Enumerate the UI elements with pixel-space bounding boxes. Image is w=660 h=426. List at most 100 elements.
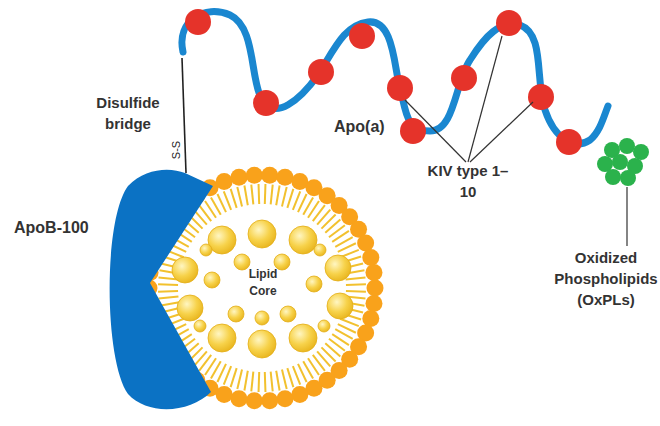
lipid-tail [224,191,231,210]
phospholipid-head [367,280,384,297]
kringle [400,118,426,144]
leader-line [626,187,627,246]
lipid-droplet [234,254,250,270]
leader-line [470,102,533,162]
lipid-droplet [200,244,212,256]
phospholipid-head [276,390,293,407]
lipid-droplet [208,324,236,352]
lipid-tail [231,368,237,387]
lipid-tail [217,194,226,212]
lipid-tail [258,184,261,204]
oxpl [612,154,628,170]
lipid-tail [287,189,293,208]
phospholipid-head [246,392,263,409]
node-label: Apo(a) [334,116,414,138]
lipid-droplet [194,320,206,332]
lipid-droplet [177,295,203,321]
lipid-tail [224,366,231,385]
lipid-tail [287,368,293,387]
node-label: Lipid Core [235,266,291,300]
phospholipid-head [261,167,278,184]
kringle [387,75,413,101]
lipid-droplet [306,276,322,292]
lipid-tail [298,364,307,382]
lipid-tail [160,302,180,305]
lipid-tail [338,243,356,252]
leader-lines [405,36,627,246]
lipid-tail [346,283,366,286]
kringle [528,84,554,110]
bond-line [182,58,186,173]
phospholipid-head [362,249,379,266]
phospholipid-head [261,392,278,409]
phospholipid-head [357,234,374,251]
lipid-droplet [204,272,220,288]
lipid-tail [251,372,253,392]
oxpl [633,144,649,160]
lipid-tail [340,319,359,326]
lipid-droplet [228,306,244,322]
node-label: ApoB-100 [14,217,106,239]
lipid-tail [282,370,287,389]
annotation-label: KIV type 1–10 [426,160,510,202]
kringle [185,9,211,35]
lipid-tail [346,277,366,279]
lipid-tail [231,189,237,208]
apoa-chain [182,12,608,144]
lipid-tail [237,370,242,389]
apoa-node: Apo(a) [176,4,620,58]
oxpl [620,170,636,186]
lipid-tail [276,371,279,391]
phospholipid-head [246,167,263,184]
lipid-droplet [248,220,276,248]
kringle [253,90,279,116]
lipid-tail [264,372,267,392]
kringle [349,23,375,49]
lipid-droplet [172,257,198,283]
phospholipid-head [276,169,293,186]
oxpl [605,169,621,185]
kringle [496,10,522,36]
phospholipid-head [291,386,308,403]
oxpl [619,138,635,154]
lipid-tail [244,371,247,391]
phospholipid-head [362,310,379,327]
lipid-droplet [314,244,326,256]
lipid-droplet [248,330,276,358]
annotation-label: Oxidized Phospholipids (OxPLs) [549,247,660,310]
lipid-tail [258,372,261,392]
lipid-tail [271,185,273,205]
lipid-droplet [318,320,330,332]
lipid-tail [159,297,179,299]
lipid-droplet [327,293,353,319]
lipid-tail [271,372,273,392]
lipid-tail [237,187,242,206]
leader-line [468,36,502,162]
lipid-droplet [289,226,317,254]
lipid-droplet [280,306,296,322]
lipid-droplet [255,311,269,325]
lipid-tail [244,185,247,205]
apob-node: ApoB-100 [10,173,215,413]
lipid-tail [346,290,366,293]
lipid-tail [276,185,279,205]
lipid-tail [158,283,178,286]
kringle [308,59,334,85]
apob-shape [110,170,213,409]
phospholipid-head [216,173,233,190]
phospholipid-head [231,169,248,186]
lipid-droplet [325,255,351,281]
phospholipid-head [231,390,248,407]
lipid-core-node: Lipid Core [145,170,380,405]
bond-label: S-S [170,140,182,160]
lipid-tail [293,191,300,210]
leader-line [405,100,466,162]
kringle [451,65,477,91]
kringle [556,129,582,155]
lipid-tail [251,185,253,205]
